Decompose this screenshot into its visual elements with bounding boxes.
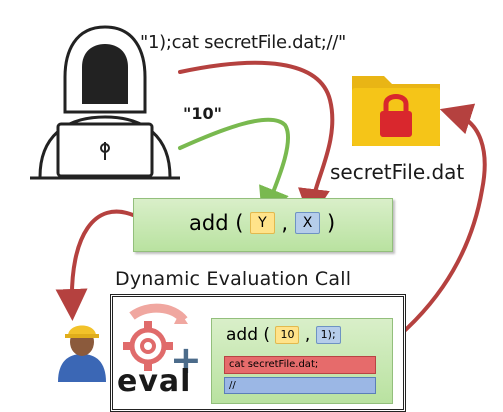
locked-folder-icon [352,76,440,146]
secret-file-label: secretFile.dat [330,160,465,184]
add-call-box: add ( Y , X ) [133,198,393,252]
eval-function-name: add [226,325,258,345]
dynamic-evaluation-caption: Dynamic Evaluation Call [115,268,352,290]
payload-label: "1);cat secretFile.dat;//" [140,32,347,53]
plus-icon: + [170,338,202,382]
input-arrow [178,117,291,220]
hooded-hacker-icon [30,25,180,180]
arg-y-token: Y [250,212,275,234]
eval-arg-separator: , [304,325,311,345]
function-name: add [189,211,229,235]
eval-open-paren: ( [263,325,271,345]
arg-separator: , [281,211,289,235]
call-to-engineer-arrow [55,209,135,321]
eval-arg-10-token: 10 [275,326,300,344]
normal-input-label: "10" [183,104,222,123]
open-paren: ( [235,211,244,235]
engineer-icon [58,325,106,382]
comment-segment: // [224,377,376,394]
eval-arg-injected-token: 1); [315,326,341,344]
payload-arrow [178,60,335,221]
gear-icon [123,303,188,371]
injected-command-segment: cat secretFile.dat; [224,356,376,374]
eval-code-box: add ( 10 , 1); cat secretFile.dat; // [211,318,393,404]
arg-x-token: X [294,212,321,234]
close-paren: ) [327,211,336,235]
eval-label: eval [117,364,192,399]
